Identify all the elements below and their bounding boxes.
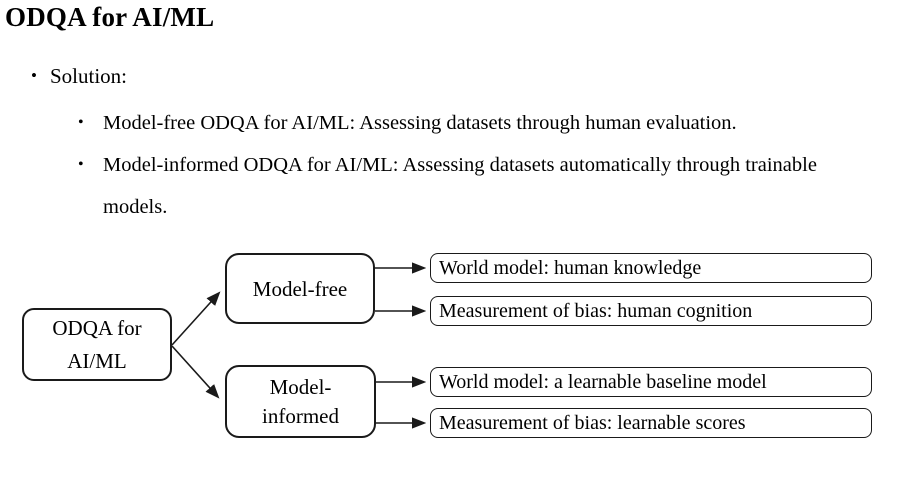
bullet-icon: • (31, 66, 37, 85)
diagram-branch-model-free-box: Model-free (225, 253, 375, 324)
arrow-root-to-model-informed (171, 345, 220, 399)
bullet-model-informed-text: Model-informed ODQA for AI/ML: Assessing… (103, 154, 817, 218)
diagram-branch-model-informed-box: Model- informed (225, 365, 376, 438)
bullet-model-free-text: Model-free ODQA for AI/ML: Assessing dat… (103, 112, 737, 134)
bullet-solution-label: Solution: (50, 64, 128, 88)
bullet-icon: • (78, 156, 84, 173)
sub-bullet-list: • Model-free ODQA for AI/ML: Assessing d… (78, 102, 890, 228)
list-item-model-informed: • Model-informed ODQA for AI/ML: Assessi… (78, 144, 890, 228)
diagram-leaf-world-model-learnable: World model: a learnable baseline model (430, 367, 872, 397)
bullet-icon: • (78, 114, 84, 131)
diagram-leaf-bias-human: Measurement of bias: human cognition (430, 296, 872, 326)
page-title: ODQA for AI/ML (5, 2, 215, 32)
list-item-model-free: • Model-free ODQA for AI/ML: Assessing d… (78, 102, 890, 144)
diagram-leaf-bias-learnable: Measurement of bias: learnable scores (430, 408, 872, 438)
bullet-solution: • Solution: (31, 62, 127, 90)
diagram-root-box: ODQA for AI/ML (22, 308, 172, 381)
arrow-root-to-model-free (171, 291, 221, 346)
diagram-leaf-world-model-human: World model: human knowledge (430, 253, 872, 283)
